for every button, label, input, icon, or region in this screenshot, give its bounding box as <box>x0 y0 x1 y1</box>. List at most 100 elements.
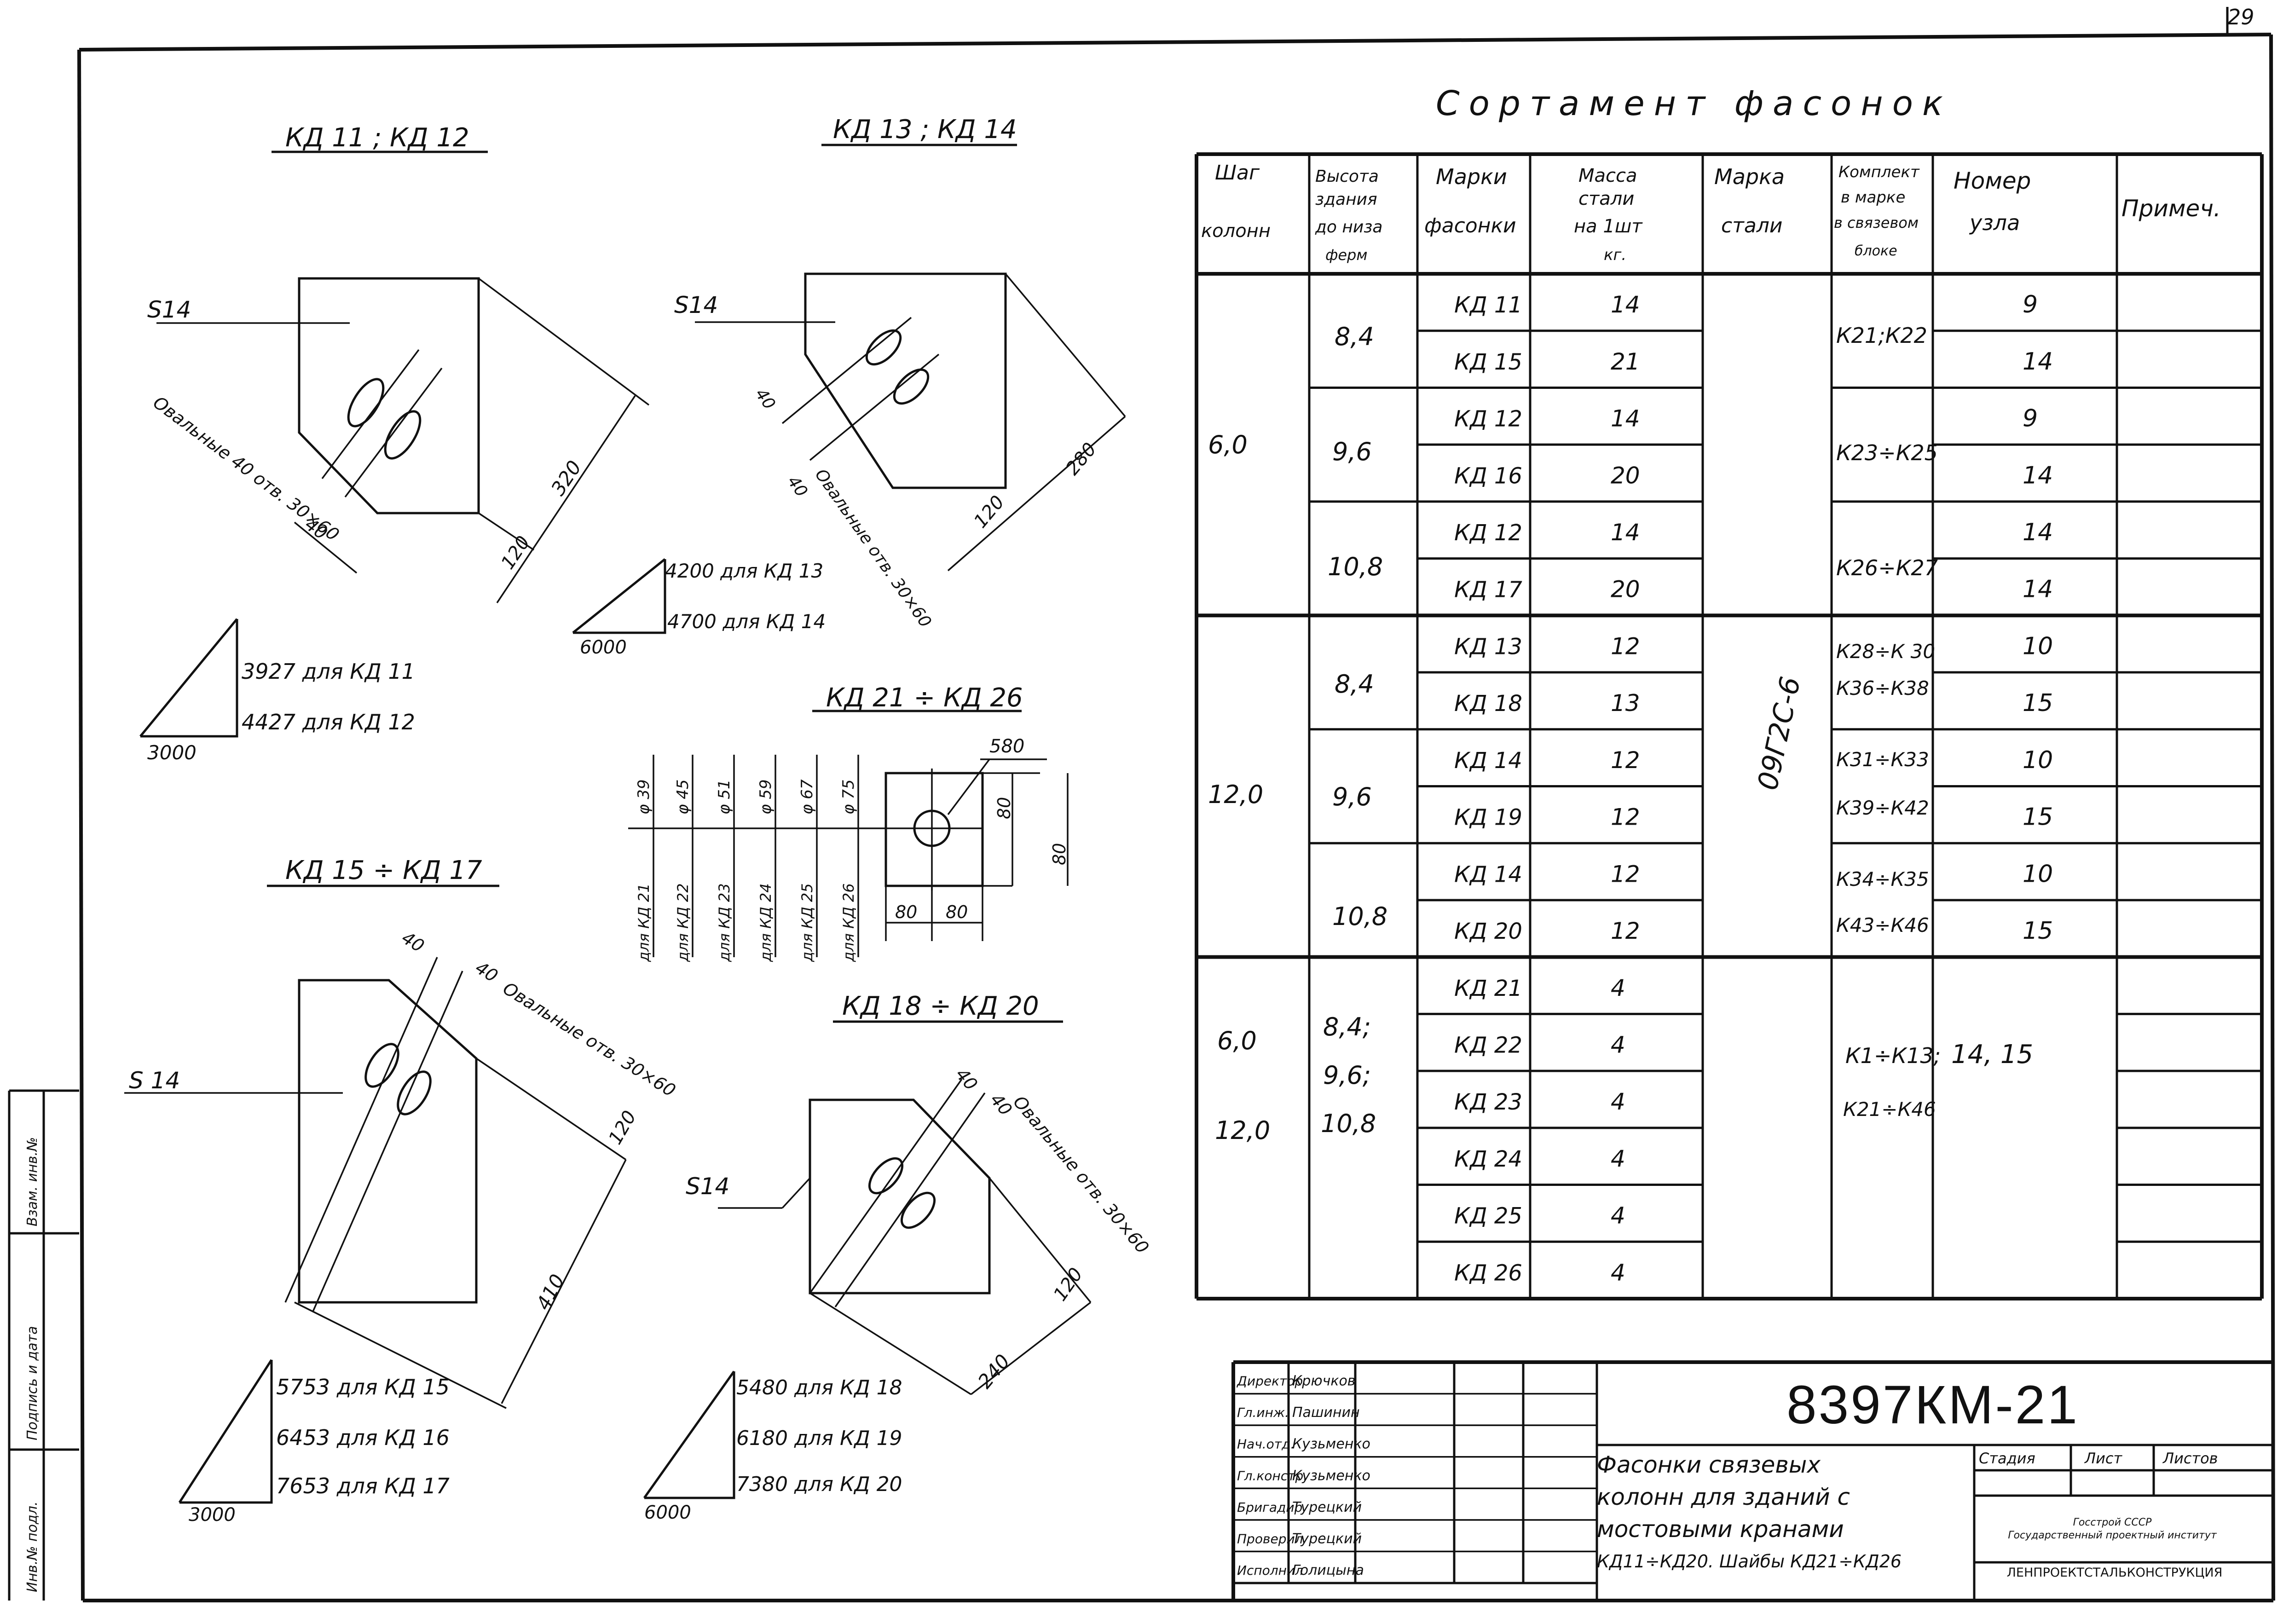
table-cell-mass: 14 <box>1611 519 1640 546</box>
kit-10: К1÷К13; <box>1845 1043 1941 1068</box>
document-code: 8397КМ-21 <box>1786 1375 2080 1435</box>
kd21-diameter: φ 75 <box>839 780 858 815</box>
organization: Госстрой СССР Государственный проектный … <box>1974 1516 2250 1542</box>
hdr-height-1: Высота <box>1315 167 1379 186</box>
kd15-d120: 120 <box>605 1107 641 1148</box>
kd15-17-title: КД 15 ÷ КД 17 <box>285 855 482 885</box>
kd21-for-label: для КД 23 <box>716 883 733 962</box>
stamp-stage: Стадия <box>1979 1450 2035 1467</box>
kd15-d40b: 40 <box>472 957 501 986</box>
table-cell-mark: КД 16 <box>1454 463 1522 489</box>
table-cell-mass: 21 <box>1611 348 1640 375</box>
table-cell-node: 15 <box>2023 689 2053 717</box>
table-cell-mark: КД 12 <box>1454 520 1522 546</box>
table-cell-mass: 4 <box>1611 1259 1625 1286</box>
kd18-b3: 7380 для КД 20 <box>736 1473 902 1496</box>
org-line-2: Государственный проектный институт <box>2008 1530 2217 1541</box>
hdr-height-3: до низа <box>1315 218 1383 237</box>
table-cell-node: 15 <box>2023 917 2053 945</box>
kd13-b2: 4700 для КД 14 <box>667 610 826 633</box>
hdr-mass-3: на 1шт <box>1574 216 1643 237</box>
table-cell-node: 15 <box>2023 803 2053 831</box>
org-line-1: Госстрой СССР <box>2073 1517 2152 1528</box>
kd18-b4: 6000 <box>644 1502 691 1523</box>
table-cell-node: 14 <box>2023 348 2053 376</box>
stamp-sheet: Лист <box>2084 1450 2122 1467</box>
kd13-b1: 4200 для КД 13 <box>665 560 823 582</box>
table-cell-mark: КД 14 <box>1454 748 1522 774</box>
stamp-name: Кузьменко <box>1292 1468 1370 1484</box>
kd13-d40b: 40 <box>784 473 811 501</box>
step-12-0: 12,0 <box>1208 780 1263 809</box>
hdr-height-2: здания <box>1315 190 1377 209</box>
stamp-name: Турецкий <box>1292 1531 1362 1547</box>
kit-2: К23÷К25 <box>1836 440 1938 465</box>
height-6: 10,8 <box>1332 902 1387 931</box>
kd15-b4: 3000 <box>189 1504 236 1526</box>
kit-6: К31÷К33 <box>1836 748 1929 771</box>
height-7: 8,4; <box>1323 1012 1371 1041</box>
table-cell-node: 9 <box>2023 291 2038 318</box>
table-cell-mass: 12 <box>1611 804 1640 831</box>
stamp-name: Турецкий <box>1292 1499 1362 1515</box>
sheet-number: 29 <box>2227 5 2254 29</box>
kd21-diameter: φ 51 <box>715 780 734 815</box>
kd15-b3: 7653 для КД 17 <box>276 1474 450 1498</box>
kd21-diameter: φ 67 <box>798 779 816 815</box>
stamp-role: Гл.констр. <box>1237 1468 1307 1483</box>
document-name-line-3: мостовыми кранами <box>1597 1516 1844 1543</box>
side-sign-label: Подпись и дата <box>24 1326 40 1441</box>
table-cell-node: 14 <box>2023 462 2053 489</box>
org-line-3: ЛЕНПРОЕКТСТАЛЬКОНСТРУКЦИЯ <box>2006 1566 2223 1580</box>
table-cell-node: 9 <box>2023 405 2038 433</box>
hdr-kit-3: в связевом <box>1834 214 1919 231</box>
table-cell-mass: 12 <box>1611 861 1640 887</box>
step-6-0: 6,0 <box>1208 430 1248 459</box>
table-cell-mass: 13 <box>1611 690 1640 717</box>
table-cell-mass: 12 <box>1611 747 1640 774</box>
side-ref-label: Взам. инв.№ <box>24 1137 40 1226</box>
kd15-b2: 6453 для КД 16 <box>276 1425 450 1450</box>
kd15-b1: 5753 для КД 15 <box>276 1375 450 1399</box>
kit-9: К43÷К46 <box>1836 914 1929 936</box>
stamp-role: Бригадир <box>1237 1500 1302 1515</box>
kd13-b3: 6000 <box>580 637 627 658</box>
hdr-mass-4: кг. <box>1604 246 1626 264</box>
height-2: 9,6 <box>1332 437 1372 466</box>
stamp-name: Крючков <box>1292 1373 1355 1389</box>
hdr-node-2: узла <box>1969 210 2020 235</box>
kd11-b3: 3000 <box>147 741 197 764</box>
hdr-step-1: Шаг <box>1215 161 1260 185</box>
side-inv-label: Инв.№ подл. <box>24 1502 40 1592</box>
kd21-for-label: для КД 24 <box>757 883 775 962</box>
sheet-frame <box>77 7 2275 1602</box>
hdr-mass-1: Масса <box>1578 165 1637 186</box>
drawing-kd13-14: КД 13 ; КД 14 S14 40 40 Овальные отв. 30… <box>572 115 1126 658</box>
kd21-d80c: 80 <box>895 902 917 922</box>
table-cell-mass: 12 <box>1611 633 1640 659</box>
kd21-diameter: φ 39 <box>635 780 653 815</box>
kit-7: К39÷К42 <box>1836 797 1929 819</box>
hdr-kit-1: Комплект <box>1838 163 1920 181</box>
table-cell-mark: КД 25 <box>1454 1203 1522 1229</box>
hdr-node-1: Номер <box>1954 168 2031 194</box>
table-cell-node: 10 <box>2023 746 2053 774</box>
kd21-for-label: для КД 22 <box>674 883 692 962</box>
hdr-note: Примеч. <box>2121 195 2221 222</box>
document-name-line-2: колонн для зданий с <box>1597 1484 1850 1510</box>
kit-5: К36÷К38 <box>1836 677 1929 699</box>
kd21-for-label: для КД 21 <box>635 883 653 962</box>
kd13-d40a: 40 <box>751 385 779 413</box>
hdr-height-4: ферм <box>1325 246 1368 264</box>
kd13-14-title: КД 13 ; КД 14 <box>833 115 1017 144</box>
hdr-kit-4: блоке <box>1855 243 1897 259</box>
stamp-role: Нач.отд. <box>1237 1437 1295 1452</box>
kd21-d80b: 80 <box>1049 843 1069 865</box>
kd18-s14: S14 <box>686 1173 729 1200</box>
table-cell-mark: КД 13 <box>1454 634 1522 659</box>
kd21-for-label: для КД 25 <box>798 883 816 962</box>
hdr-mark-2: фасонки <box>1424 214 1516 237</box>
table-title: Сортамент фасонок <box>1436 84 1952 123</box>
